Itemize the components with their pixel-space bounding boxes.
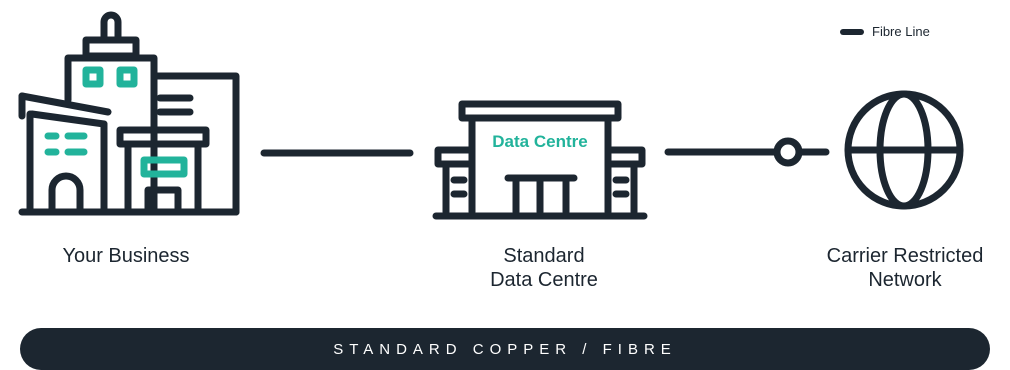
globe-icon [844,90,964,210]
network-diagram [18,11,964,220]
legend: Fibre Line [840,24,930,39]
footer-label: STANDARD COPPER / FIBRE [333,341,677,358]
legend-label: Fibre Line [872,24,930,39]
office-buildings-icon [18,11,240,216]
footer-bar: STANDARD COPPER / FIBRE [20,328,990,370]
legend-fibre-line-swatch [840,28,864,35]
node-label-standard-data-centre: Standard Data Centre [490,245,598,291]
node-label-your-business: Your Business [62,245,190,267]
node-label-carrier-restricted-network: Carrier Restricted Network [826,245,984,291]
data-centre-building-icon [432,100,648,220]
datacentre-sign-text: Data Centre [492,132,588,151]
office-window-accents [44,66,188,178]
